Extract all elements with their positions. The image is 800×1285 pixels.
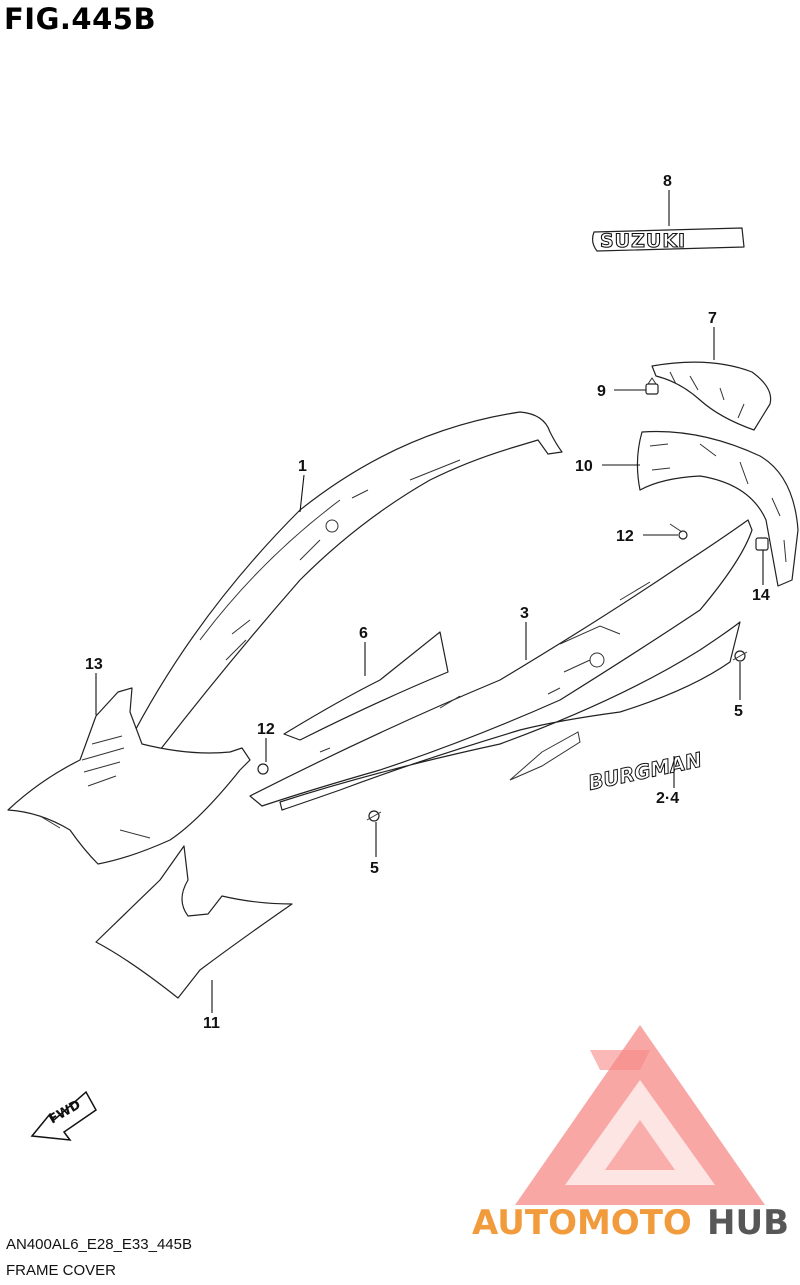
part-11-lower-panel bbox=[95, 845, 293, 999]
callout-7: 7 bbox=[708, 310, 717, 327]
callout-1: 1 bbox=[298, 458, 307, 475]
part-12-screw-upper bbox=[669, 523, 688, 540]
part-12-screw-lower bbox=[257, 763, 269, 775]
part-7-rear-upper-cover bbox=[651, 361, 772, 431]
part-3-rear-side-cover bbox=[249, 519, 753, 807]
part-13-front-cover bbox=[7, 687, 251, 865]
leader-lines bbox=[95, 190, 764, 1013]
automotohub-logo bbox=[515, 1025, 765, 1205]
callout-6: 6 bbox=[359, 625, 368, 642]
part-5-screw-bottom bbox=[366, 810, 382, 822]
part-14-clip bbox=[755, 537, 769, 551]
callout-3: 3 bbox=[520, 605, 529, 622]
callout-8: 8 bbox=[663, 173, 672, 190]
callout-10: 10 bbox=[575, 458, 593, 475]
suzuki-emblem: SUZUKI bbox=[591, 227, 745, 253]
part-6-side-strip bbox=[283, 631, 449, 741]
burgman-emblem: BURGMAN bbox=[586, 747, 705, 796]
callout-14: 14 bbox=[752, 587, 770, 604]
callout-2-4: 2·4 bbox=[656, 790, 679, 807]
suzuki-emblem-text: SUZUKI bbox=[600, 230, 686, 252]
burgman-emblem-text: BURGMAN bbox=[586, 747, 704, 795]
figure-title: FIG.445B bbox=[4, 2, 157, 36]
part-5-screw-right bbox=[732, 650, 748, 662]
model-code: AN400AL6_E28_E33_445B bbox=[6, 1236, 192, 1253]
fwd-arrow-icon: FWD bbox=[30, 1090, 97, 1141]
callout-13: 13 bbox=[85, 656, 103, 673]
callout-11: 11 bbox=[203, 1015, 220, 1032]
callout-5-bottom: 5 bbox=[370, 860, 379, 877]
callout-12-upper: 12 bbox=[616, 528, 634, 545]
callout-12-lower: 12 bbox=[257, 721, 275, 738]
watermark-text-hub: HUB bbox=[707, 1203, 789, 1243]
part-10-rear-cover bbox=[636, 430, 799, 587]
figure-caption: FRAME COVER bbox=[6, 1262, 117, 1279]
part-1-frame-cover bbox=[123, 411, 563, 753]
part-9-clip bbox=[645, 377, 659, 395]
watermark-text-main: AUTOMOTO bbox=[472, 1203, 692, 1243]
part-2-4-side-cover bbox=[279, 621, 741, 811]
callout-5-right: 5 bbox=[734, 703, 743, 720]
callout-9: 9 bbox=[597, 383, 606, 400]
